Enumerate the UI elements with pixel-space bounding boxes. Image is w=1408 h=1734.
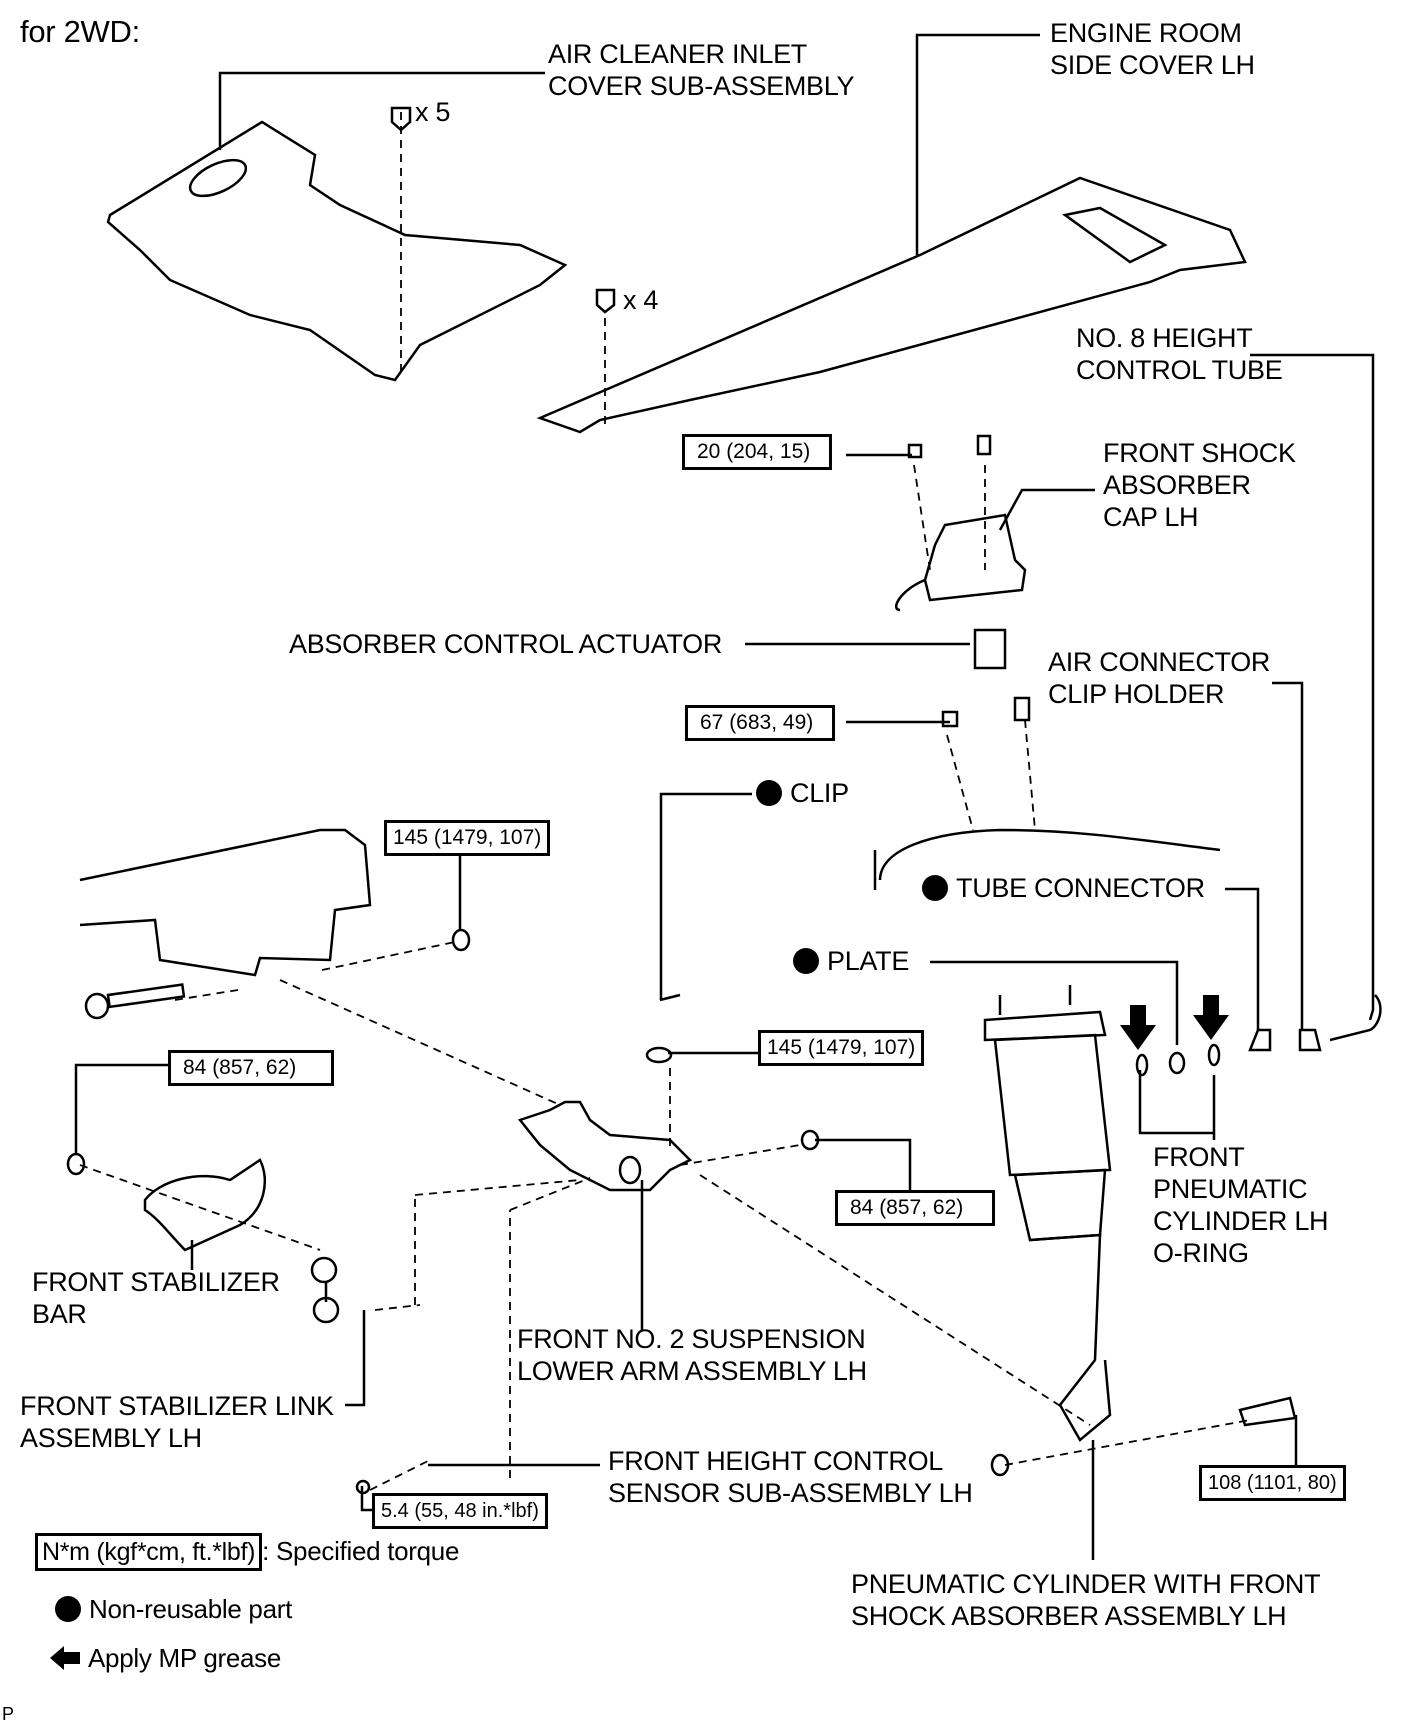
legend-torque-units: N*m (kgf*cm, ft.*lbf): [35, 1533, 263, 1571]
leader-tube-connector: [1225, 887, 1260, 1030]
legend-grease: Apply MP grease: [50, 1642, 281, 1674]
label-pneumatic-cylinder: PNEUMATIC CYLINDER WITH FRONT SHOCK ABSO…: [851, 1569, 1321, 1631]
torque-stabilizer-nut: 84 (857, 62): [168, 1050, 334, 1086]
bolt-shape: [84, 983, 186, 1020]
crossmember-shape: [79, 828, 372, 977]
page-title: for 2WD:: [20, 14, 140, 49]
label-shock-absorber-cap: FRONT SHOCK ABSORBER CAP LH: [1103, 438, 1296, 532]
leader-o-ring: [1138, 1070, 1216, 1135]
pneumatic-cylinder-shape: [983, 985, 1112, 1442]
stabilizer-link-shape: [310, 1256, 340, 1324]
label-clip: CLIP: [756, 777, 849, 809]
legend-torque-text: : Specified torque: [262, 1536, 460, 1566]
legend-nonreusable: Non-reusable part: [55, 1593, 292, 1625]
grease-arrow-icon: [1193, 995, 1229, 1040]
leader-lines: [74, 33, 1375, 1560]
body-mount-shape: [873, 828, 1221, 890]
leader-engine-room: [915, 33, 1040, 255]
leader-shock-cap: [998, 488, 1095, 531]
torque-crossmember-nut: 145 (1479, 107): [384, 820, 551, 856]
torque-cap-nut: 20 (204, 15): [682, 434, 832, 470]
torque-clip-holder-nut: 67 (683, 49): [685, 705, 835, 741]
leader-stabilizer-link: [345, 1310, 366, 1407]
actuator-shape: [973, 628, 1007, 670]
tube-connector-text: TUBE CONNECTOR: [956, 873, 1205, 903]
plate-text: PLATE: [827, 946, 910, 976]
non-reusable-icon: [922, 875, 948, 901]
label-o-ring: FRONT PNEUMATIC CYLINDER LH O-RING: [1153, 1142, 1329, 1268]
legend-grease-text: Apply MP grease: [88, 1643, 282, 1673]
legend-nonreusable-text: Non-reusable part: [89, 1594, 293, 1624]
non-reusable-icon: [756, 780, 782, 806]
label-air-connector-clip-holder: AIR CONNECTOR CLIP HOLDER: [1048, 647, 1271, 709]
lower-arm-shape: [517, 1100, 693, 1192]
label-air-cleaner-cover: AIR CLEANER INLET COVER SUB-ASSEMBLY: [548, 39, 855, 101]
non-reusable-icon: [793, 948, 819, 974]
clip-text: CLIP: [790, 778, 849, 808]
label-lower-arm: FRONT NO. 2 SUSPENSION LOWER ARM ASSEMBL…: [517, 1324, 867, 1386]
legend-torque: N*m (kgf*cm, ft.*lbf): Specified torque: [35, 1533, 459, 1571]
label-stabilizer-link: FRONT STABILIZER LINK ASSEMBLY LH: [20, 1391, 334, 1453]
label-height-control-tube: NO. 8 HEIGHT CONTROL TUBE: [1076, 323, 1283, 385]
leader-arm-side-nut: [815, 1138, 912, 1190]
label-height-control-sensor: FRONT HEIGHT CONTROL SENSOR SUB-ASSEMBLY…: [608, 1446, 973, 1508]
label-absorber-control-actuator: ABSORBER CONTROL ACTUATOR: [289, 629, 723, 659]
torque-sensor-bolt: 5.4 (55, 48 in.*lbf): [372, 1493, 548, 1529]
leader-clip: [659, 792, 752, 1000]
label-stabilizer-bar: FRONT STABILIZER BAR: [32, 1267, 280, 1329]
tube-shapes: [1248, 994, 1382, 1052]
grease-arrow-icon: [1120, 1005, 1156, 1050]
grease-arrows: [1120, 995, 1229, 1050]
stabilizer-bar-shape: [143, 1158, 267, 1252]
air-cleaner-cover-shape: [106, 120, 568, 382]
nut-shapes: [66, 434, 1297, 1495]
qty-air-cleaner-clips: x 5: [415, 97, 451, 127]
label-tube-connector: TUBE CONNECTOR: [922, 872, 1205, 904]
label-plate: PLATE: [793, 945, 909, 977]
shock-cap-shape: [894, 513, 1027, 612]
leader-plate: [930, 960, 1179, 1045]
leader-stabilizer-nut: [74, 1063, 168, 1155]
o-ring-shapes: [1135, 1043, 1221, 1077]
clip-icons: [390, 106, 616, 314]
non-reusable-icon: [55, 1596, 81, 1622]
label-engine-room-cover: ENGINE ROOM SIDE COVER LH: [1050, 18, 1255, 80]
engine-room-cover-shape: [536, 176, 1247, 434]
torque-lower-arm-nut: 145 (1479, 107): [758, 1030, 925, 1066]
leader-air-connector: [1272, 681, 1304, 1030]
qty-engine-room-clips: x 4: [623, 285, 659, 315]
torque-arm-side-nut: 84 (857, 62): [835, 1190, 995, 1226]
leader-air-cleaner: [218, 71, 545, 150]
leader-height-tube: [1250, 353, 1375, 1021]
footer-mark: P: [2, 1704, 14, 1724]
assembly-lines: [79, 112, 1251, 1491]
torque-cylinder-bolt: 108 (1101, 80): [1199, 1465, 1346, 1501]
grease-arrow-icon: [50, 1646, 80, 1670]
